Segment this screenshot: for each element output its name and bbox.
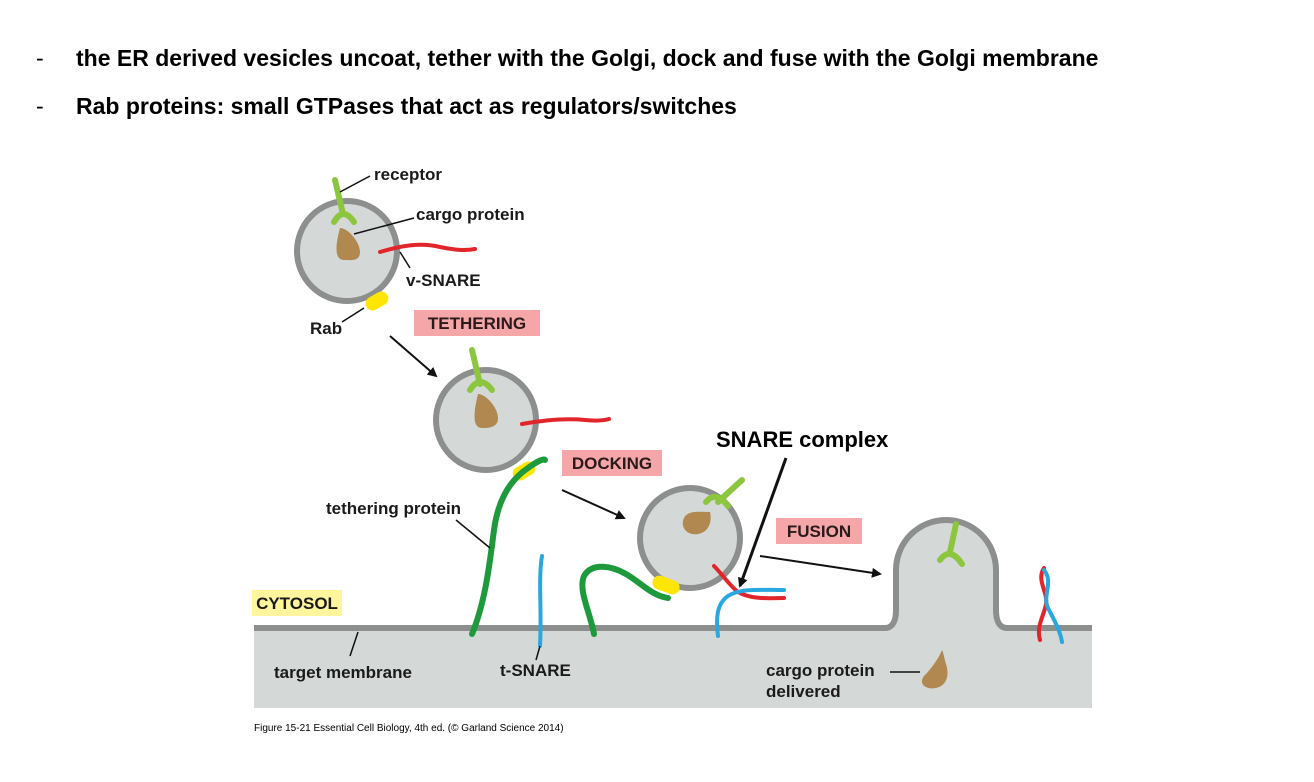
receptor-icon [947,521,959,555]
receptor-label: receptor [374,165,442,184]
v-snare-icon [520,417,611,426]
tethering-protein-icon [469,456,548,637]
stage-docking-bg [562,450,662,476]
bullet-text: the ER derived vesicles uncoat, tether w… [76,44,1099,71]
receptor-icon [332,177,346,217]
fused-membrane [921,521,1064,689]
stage-fusion-bg [776,518,862,544]
cytosol-tag-bg [252,590,342,616]
t-snare-icon [715,587,786,638]
vesicle-docking [579,477,786,638]
cargo-protein-icon [336,228,360,261]
t-snare-label: t-SNARE [500,661,571,680]
t-snare-icon [538,554,544,648]
rab-icon [365,291,389,311]
cargo-protein-icon [921,650,948,689]
rab-icon [652,575,680,595]
target-membrane [254,517,1092,708]
cargo-protein-label: cargo protein [416,205,525,224]
v-snare-icon [378,242,477,254]
stage-fusion: FUSION [787,522,851,541]
cytosol-label: CYTOSOL [256,594,338,613]
bullet-marker: - [36,92,44,119]
vesicle-initial [294,177,477,311]
leader-lines [339,175,920,673]
bullet-marker: - [36,44,44,71]
stage-tethering-bg [414,310,540,336]
cargo-delivered-label-2: delivered [766,682,841,701]
arrow-icon [389,335,438,378]
vesicle-tethering [433,347,611,637]
tethering-protein-label: tethering protein [326,499,461,518]
arrow-icon [759,555,882,578]
arrow-icon [561,489,626,520]
rab-label: Rab [310,319,342,338]
bullet-item: - the ER derived vesicles uncoat, tether… [36,34,1098,82]
t-snare-icon [1042,568,1064,644]
tethering-protein-icon [579,563,671,637]
cargo-protein-icon [474,394,498,428]
stage-docking: DOCKING [572,454,652,473]
figure-caption: Figure 15-21 Essential Cell Biology, 4th… [254,723,564,734]
v-snare-label: v-SNARE [406,271,481,290]
bullet-text: Rab proteins: small GTPases that act as … [76,92,737,119]
cargo-delivered-label-1: cargo protein [766,661,875,680]
bullet-list: - the ER derived vesicles uncoat, tether… [36,34,1098,130]
arrow-icon [738,457,788,588]
snare-complex-label: SNARE complex [716,427,889,452]
bullet-item: - Rab proteins: small GTPases that act a… [36,82,1098,130]
stage-tethering: TETHERING [428,314,526,333]
target-membrane-label: target membrane [274,663,412,682]
cargo-protein-icon [682,511,711,535]
receptor-icon [469,347,483,387]
